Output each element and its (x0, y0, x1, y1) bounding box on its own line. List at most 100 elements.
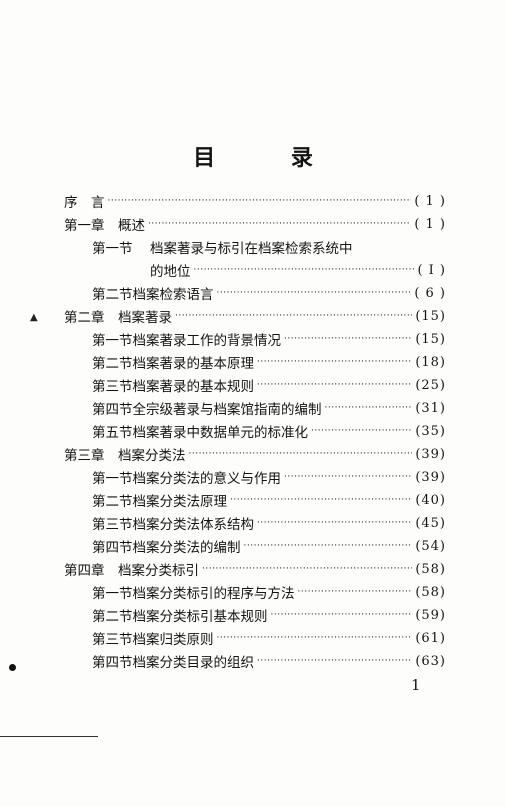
leader-dots (244, 535, 413, 557)
leader-dots (217, 627, 413, 649)
leader-dots (148, 213, 411, 235)
toc-entry-page: ( 1 ) (414, 193, 446, 209)
toc-entry-title: 档案分类法的意义与作用 (132, 471, 282, 487)
leader-dots (271, 604, 413, 626)
toc-entry-page: (39) (415, 469, 446, 485)
toc-entry-section: 第一节 档案著录与标引在档案检索系统中 (92, 236, 446, 258)
toc-entry-page: ( 1 ) (414, 216, 446, 232)
toc-entry-page: (31) (415, 400, 446, 416)
leader-dots (202, 558, 412, 580)
toc-entry-section-number: 第四节 (92, 540, 133, 556)
toc-entry-title: 的地位 (150, 264, 191, 280)
toc-entry-section-number: 第三节 (92, 517, 133, 533)
toc-entry-title: 第三章 档案分类法 (64, 448, 186, 464)
toc-entry-section: 第二节 档案检索语言 ( 6 ) (92, 282, 446, 304)
leader-dots (108, 190, 412, 212)
toc-entry-section: 第三节 档案归类原则 (61) (92, 627, 446, 649)
toc-entry-section-number: 第一节 (92, 471, 133, 487)
toc-entry-section: 第二节 档案分类法原理 (40) (92, 489, 446, 511)
toc-entry-page: (59) (415, 607, 446, 623)
leader-dots (217, 282, 412, 304)
toc-entry-chapter: 第四章 档案分类标引 (58) (64, 558, 446, 580)
page-title: 目 录 (193, 146, 347, 171)
toc-entry-page: (39) (415, 446, 446, 462)
toc-entry-section-number: 第一节 (92, 241, 133, 257)
toc-entry-page: (40) (415, 492, 446, 508)
toc-entry-title: 第一章 概述 (64, 218, 145, 234)
toc-entry-page: (35) (415, 423, 446, 439)
toc-entry-page: (15) (415, 308, 446, 324)
leader-dots (284, 466, 412, 488)
toc-entry-page: ( Ⅰ ) (417, 262, 446, 278)
leader-dots (175, 305, 412, 327)
toc-entry-page: (15) (415, 331, 446, 347)
leader-dots (230, 489, 412, 511)
leader-dots (298, 581, 413, 603)
margin-mark-icon: ▲ (30, 312, 38, 323)
toc-entry-section: 第三节 档案分类法体系结构 (45) (92, 512, 446, 534)
toc-entry-title: 序 言 (64, 195, 105, 211)
toc-entry-page: (63) (415, 653, 446, 669)
scan-edge-line (0, 736, 98, 737)
toc-entry-page: (25) (415, 377, 446, 393)
toc-entry-title: 档案著录工作的背景情况 (132, 333, 282, 349)
toc-entry-title: 档案检索语言 (132, 287, 214, 303)
toc-entry-title: 档案分类标引基本规则 (132, 609, 268, 625)
leader-dots (257, 374, 412, 396)
toc-entry-section: 第二节 档案分类标引基本规则 (59) (92, 604, 446, 626)
toc-entry-title: 档案归类原则 (132, 632, 214, 648)
leader-dots (257, 351, 412, 373)
toc-entry-section: 第四节 档案分类目录的组织 (63) (92, 650, 446, 672)
toc-entry-section-number: 第二节 (92, 287, 133, 303)
toc-entry-page: (45) (415, 515, 446, 531)
toc-entry-title: 全宗级著录与档案馆指南的编制 (132, 402, 322, 418)
toc-entry-title: 档案分类目录的组织 (132, 655, 255, 671)
toc-entry-section: 第三节 档案著录的基本规则 (25) (92, 374, 446, 396)
toc-entry-page: (58) (415, 561, 446, 577)
toc-entry-chapter: 第二章 档案著录 (15) (64, 305, 446, 327)
toc-entry-title: 档案分类法的编制 (132, 540, 241, 556)
toc-entry-section: 第四节 档案分类法的编制 (54) (92, 535, 446, 557)
toc-entry-chapter: 第三章 档案分类法 (39) (64, 443, 446, 465)
toc-entry-section-number: 第三节 (92, 379, 133, 395)
leader-dots (194, 259, 415, 281)
leader-dots (189, 443, 413, 465)
toc-entry-section-number: 第一节 (92, 333, 133, 349)
toc-entry-title: 第二章 档案著录 (64, 310, 172, 326)
toc-entry-page: (58) (415, 584, 446, 600)
toc-entry-title: 档案分类法体系结构 (132, 517, 255, 533)
leader-dots (311, 420, 412, 442)
toc-entry-title: 档案分类法原理 (132, 494, 228, 510)
toc-entry-title: 档案著录的基本规则 (132, 379, 255, 395)
toc-entry-page: (54) (415, 538, 446, 554)
toc-entry-title: 档案著录与标引在档案检索系统中 (150, 241, 353, 257)
toc-entry-section: 第一节 档案分类法的意义与作用 (39) (92, 466, 446, 488)
toc-entry-section: 第二节 档案著录的基本原理 (18) (92, 351, 446, 373)
leader-dots (257, 512, 412, 534)
toc-entry-continuation: 的地位 ( Ⅰ ) (150, 259, 446, 281)
toc-entry-chapter: 第一章 概述 ( 1 ) (64, 213, 446, 235)
toc-entry-section: 第一节 档案著录工作的背景情况 (15) (92, 328, 446, 350)
leader-dots (257, 650, 412, 672)
toc-entry-section-number: 第三节 (92, 632, 133, 648)
toc-entry-section: 第四节 全宗级著录与档案馆指南的编制 (31) (92, 397, 446, 419)
leader-dots (284, 328, 412, 350)
toc-entry-title: 档案著录的基本原理 (132, 356, 255, 372)
page-number: 1 (411, 676, 421, 694)
toc-entry-title: 档案著录中数据单元的标准化 (132, 425, 309, 441)
toc-entry-section-number: 第一节 (92, 586, 133, 602)
toc-entry-section-number: 第四节 (92, 655, 133, 671)
toc-entry-page: (61) (415, 630, 446, 646)
toc-entry-section-number: 第二节 (92, 609, 133, 625)
ink-spot (9, 664, 16, 671)
toc-entry-title: 档案分类标引的程序与方法 (132, 586, 295, 602)
toc-entry-section-number: 第四节 (92, 402, 133, 418)
toc-entry-page: (18) (415, 354, 446, 370)
leader-dots (325, 397, 413, 419)
toc-entry-section-number: 第五节 (92, 425, 133, 441)
toc-entry-section-number: 第二节 (92, 356, 133, 372)
toc-entry-preface: 序 言 ( 1 ) (64, 190, 446, 212)
toc-entry-section: 第五节 档案著录中数据单元的标准化 (35) (92, 420, 446, 442)
toc-entry-section: 第一节 档案分类标引的程序与方法 (58) (92, 581, 446, 603)
toc-entry-title: 第四章 档案分类标引 (64, 563, 199, 579)
